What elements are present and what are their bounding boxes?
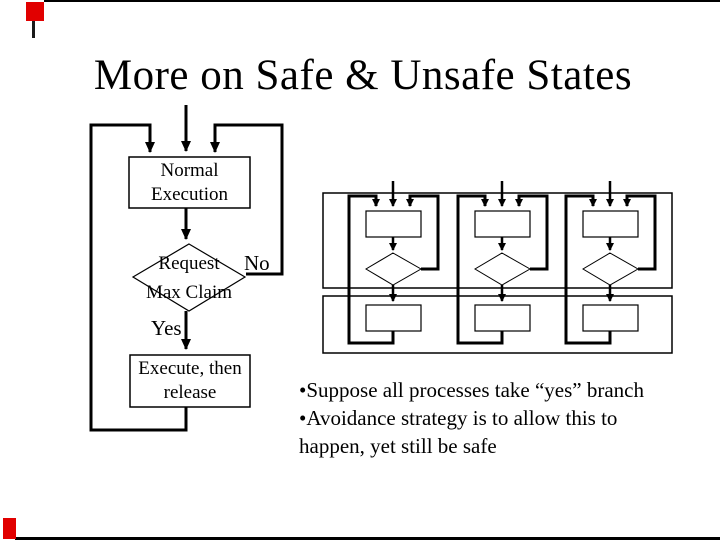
- lower-band-box: [322, 295, 673, 354]
- bullet-line-2: •Avoidance strategy is to allow this to: [299, 406, 618, 430]
- normal-execution-line1: Normal: [160, 159, 219, 181]
- request-max-claim-diamond: [131, 243, 247, 312]
- no-return-line: [210, 123, 284, 276]
- bullet-line-1: •Suppose all processes take “yes” branch: [299, 378, 644, 402]
- process-bands: [322, 181, 673, 354]
- no-branch-label: No: [244, 251, 270, 275]
- yes-branch-label: Yes: [151, 316, 182, 340]
- top-edge-line: [44, 0, 720, 2]
- normal-execution-box: [128, 156, 251, 209]
- bullet-list: •Suppose all processes take “yes” branch…: [299, 376, 717, 460]
- decision-line1: Request: [158, 253, 220, 274]
- process-flow-3: [566, 181, 655, 343]
- execute-release-line2: release: [163, 382, 217, 403]
- main-flowchart: [89, 105, 284, 432]
- process-flow-1: [349, 181, 438, 343]
- top-left-black-tick: [32, 21, 35, 38]
- normal-execution-label: Normal Execution: [129, 157, 250, 208]
- process-flow-2: [458, 181, 547, 343]
- execute-release-label: Execute, then release: [130, 355, 250, 407]
- decision-line2: Max Claim: [145, 282, 233, 303]
- loop-back-line: [89, 123, 188, 432]
- execute-release-box: [129, 354, 251, 408]
- bullet-line-3: happen, yet still be safe: [299, 434, 497, 458]
- page-title: More on Safe & Unsafe States: [93, 52, 633, 99]
- upper-band-box: [322, 192, 673, 289]
- execute-release-line1: Execute, then: [138, 358, 242, 379]
- request-max-claim-label: Request Max Claim: [109, 249, 269, 307]
- bottom-edge-line: [15, 537, 720, 540]
- bottom-left-red-marker: [3, 518, 16, 539]
- normal-execution-line2: Execution: [150, 183, 229, 205]
- top-left-red-marker: [26, 2, 44, 21]
